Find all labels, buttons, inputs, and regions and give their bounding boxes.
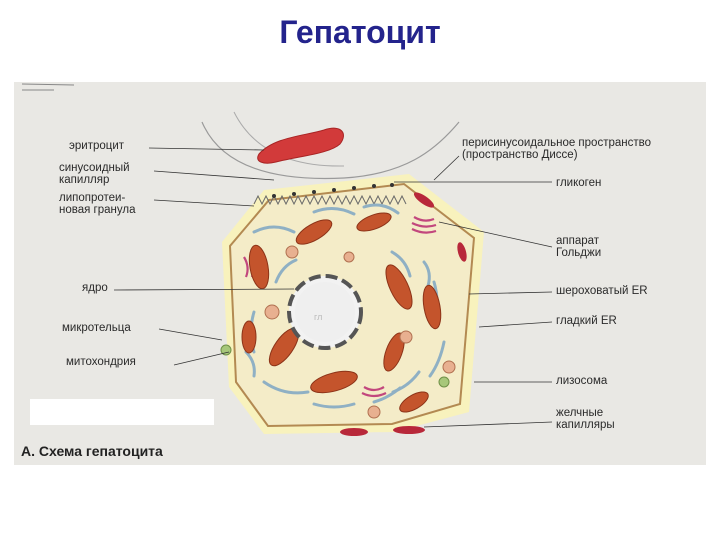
label-glycogen: гликоген <box>556 177 602 189</box>
nucleus: гл <box>287 274 363 350</box>
label-erythrocyte: эритроцит <box>69 140 125 152</box>
glycogen-granules <box>272 183 394 198</box>
label-mitochondrion: митохондрия <box>66 356 136 368</box>
label-bile: желчные капилляры <box>556 407 615 431</box>
erythrocyte-shape <box>257 127 344 164</box>
label-perisinusoidal: перисинусоидальное пространство (простра… <box>462 137 652 161</box>
leader-lines <box>113 147 553 428</box>
label-golgi: аппарат Гольджи <box>556 235 602 259</box>
endoplasmic-reticulum <box>244 203 446 409</box>
mitochondria <box>241 212 442 413</box>
slide-title: Гепатоцит <box>279 14 441 50</box>
membrane-patches <box>340 192 467 436</box>
hepatocyte-figure: гл эритроцит синусоидный капилляр липопр… <box>14 82 706 465</box>
hepatocyte-diagram: гл <box>21 83 553 436</box>
label-nucleus: ядро <box>82 282 108 294</box>
microbodies <box>264 245 456 419</box>
figure-caption: А. Схема гепатоцита <box>21 443 163 459</box>
label-smooth-er: гладкий ER <box>556 315 617 327</box>
svg-text:гл: гл <box>314 312 322 322</box>
white-mask <box>30 399 214 425</box>
label-lysosome: лизосома <box>556 375 608 387</box>
label-rough-er: шероховатый ER <box>556 285 648 297</box>
sinusoid-wall <box>201 121 460 180</box>
label-sinusoid: синусоидный капилляр <box>59 162 130 186</box>
microvilli <box>253 194 407 206</box>
label-lipoprotein: липопротеи- новая гранула <box>59 192 136 216</box>
label-microbody: микротельца <box>62 322 131 334</box>
